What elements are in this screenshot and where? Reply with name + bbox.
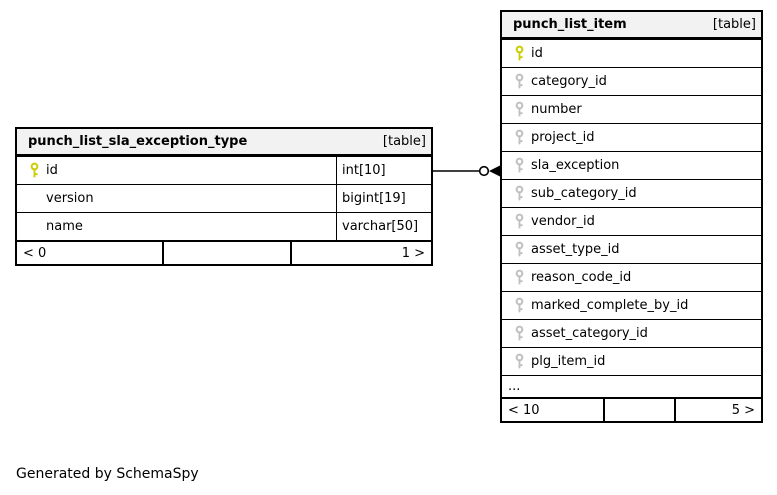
column-type: varchar[50] — [336, 213, 431, 240]
foreign-key-icon — [514, 101, 525, 118]
primary-key-icon — [514, 45, 525, 62]
foreign-key-icon — [514, 353, 525, 370]
children-count: < 0 — [23, 245, 47, 261]
table-type-badge: [table] — [712, 17, 756, 32]
column-row-plg-item-id: plg_item_id — [502, 347, 761, 375]
column-name: category_id — [531, 74, 607, 89]
column-row-id: id int[10] — [17, 156, 431, 184]
arrowhead-marker — [489, 165, 500, 177]
column-row-version: version bigint[19] — [17, 184, 431, 212]
parents-count: 1 > — [401, 245, 425, 261]
column-type: bigint[19] — [336, 185, 431, 212]
foreign-key-icon — [514, 297, 525, 314]
column-name: id — [531, 46, 543, 61]
parents-count: 5 > — [731, 402, 755, 418]
table-punch-list-sla-exception-type: punch_list_sla_exception_type [table] id… — [15, 127, 433, 266]
column-row-marked-complete-by-id: marked_complete_by_id — [502, 291, 761, 319]
column-row-vendor-id: vendor_id — [502, 207, 761, 235]
column-row-category-id: category_id — [502, 67, 761, 95]
footer-spacer — [161, 242, 293, 264]
foreign-key-icon — [514, 269, 525, 286]
children-count: < 10 — [508, 402, 540, 418]
column-row-reason-code-id: reason_code_id — [502, 263, 761, 291]
foreign-key-icon — [514, 185, 525, 202]
zero-circle-marker — [478, 165, 490, 177]
column-row-sub-category-id: sub_category_id — [502, 179, 761, 207]
generator-caption: Generated by SchemaSpy — [16, 466, 199, 482]
foreign-key-icon — [514, 325, 525, 342]
column-row-asset-type-id: asset_type_id — [502, 235, 761, 263]
more-columns-ellipsis: ... — [502, 375, 761, 397]
key-icon-placeholder — [29, 190, 40, 207]
table-header: punch_list_sla_exception_type [table] — [17, 129, 431, 156]
table-punch-list-item: punch_list_item [table] id category_id — [500, 10, 763, 423]
relationship-connector — [433, 165, 500, 177]
table-footer: < 10 5 > — [502, 397, 761, 421]
table-name[interactable]: punch_list_item — [513, 17, 627, 32]
primary-key-icon — [29, 162, 40, 179]
column-name: sub_category_id — [531, 186, 637, 201]
column-name: version — [46, 191, 94, 206]
column-row-asset-category-id: asset_category_id — [502, 319, 761, 347]
key-icon-placeholder — [29, 218, 40, 235]
column-name: name — [46, 219, 83, 234]
footer-spacer — [603, 399, 676, 421]
column-row-id: id — [502, 39, 761, 67]
table-name[interactable]: punch_list_sla_exception_type — [28, 134, 248, 149]
column-name: number — [531, 102, 582, 117]
column-row-name: name varchar[50] — [17, 212, 431, 240]
foreign-key-icon — [514, 129, 525, 146]
column-row-project-id: project_id — [502, 123, 761, 151]
column-name: sla_exception — [531, 158, 620, 173]
column-name: reason_code_id — [531, 270, 632, 285]
column-row-sla-exception: sla_exception — [502, 151, 761, 179]
table-footer: < 0 1 > — [17, 240, 431, 264]
foreign-key-icon — [514, 241, 525, 258]
foreign-key-icon — [514, 157, 525, 174]
column-name: project_id — [531, 130, 595, 145]
column-name: marked_complete_by_id — [531, 298, 689, 313]
table-type-badge: [table] — [382, 134, 426, 149]
column-name: asset_category_id — [531, 326, 648, 341]
foreign-key-icon — [514, 73, 525, 90]
column-row-number: number — [502, 95, 761, 123]
column-name: vendor_id — [531, 214, 595, 229]
column-type: int[10] — [336, 157, 431, 184]
column-name: asset_type_id — [531, 242, 620, 257]
column-name: id — [46, 163, 58, 178]
column-name: plg_item_id — [531, 354, 606, 369]
table-header: punch_list_item [table] — [502, 12, 761, 39]
foreign-key-icon — [514, 213, 525, 230]
